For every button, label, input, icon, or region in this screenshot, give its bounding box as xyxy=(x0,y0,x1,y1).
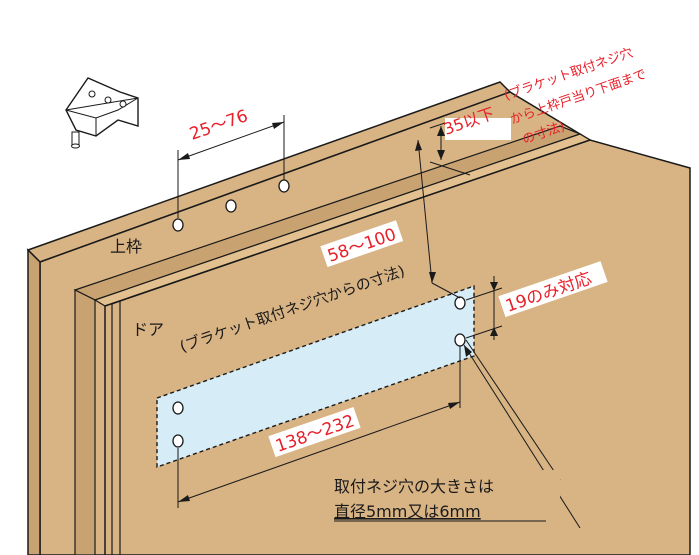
hole-size-note: 取付ネジ穴の大きさは 直径5mm又は6mm xyxy=(330,470,560,528)
frame-hole-1 xyxy=(172,218,184,232)
frame-left-edge xyxy=(27,248,41,555)
hole-size-note-bg xyxy=(330,470,560,528)
frame-hole-2 xyxy=(225,199,237,213)
dim-19-ext-top xyxy=(465,287,503,301)
dim-25-76-label-group: 25～76 xyxy=(182,102,252,146)
frame-hole-3 xyxy=(278,179,290,193)
hole-size-line-2: 直径5mm又は6mm xyxy=(334,502,481,521)
dim-138-232-arrow-right xyxy=(448,402,460,409)
dim-58-100-line xyxy=(417,139,433,284)
leader-line-2 xyxy=(465,339,561,481)
mounting-plate xyxy=(156,285,475,468)
dim-25-76-arrow-left xyxy=(178,153,190,160)
dim-35-arrow-bottom xyxy=(437,150,445,160)
dim-35-arrow-top xyxy=(437,126,445,136)
leader-line-1 xyxy=(463,344,581,529)
dim-19-ext-bottom xyxy=(465,325,503,339)
dim-35-ext-bottom xyxy=(429,161,471,176)
leader-arrow xyxy=(464,345,472,357)
dim-19-arrow-bottom xyxy=(490,327,498,336)
dim-58-100-arrow-top xyxy=(415,140,422,151)
dim-19-arrow-top xyxy=(490,282,498,291)
dim-138-232-arrow-left xyxy=(178,495,190,502)
bracket-icon xyxy=(65,77,139,149)
plate-hole-bottom-right xyxy=(454,333,466,347)
dim-58-100-ext xyxy=(431,282,461,299)
dim-58-100-arrow-bottom xyxy=(429,272,436,283)
door-label: ドア xyxy=(132,320,164,339)
plate-hole-bottom-left xyxy=(172,434,184,448)
dim-25-76-arrow-right xyxy=(272,122,284,129)
door-top-line xyxy=(111,139,591,305)
frame-recess-side xyxy=(74,289,96,555)
hole-size-line-1: 取付ネジ穴の大きさは xyxy=(334,477,494,496)
plate-hole-top-left xyxy=(172,401,184,415)
dim-25-76-line xyxy=(177,121,285,161)
top-frame-label: 上枠 xyxy=(110,237,142,256)
plate-hole-top-right xyxy=(454,296,466,310)
dim-138-232-line xyxy=(177,401,461,503)
